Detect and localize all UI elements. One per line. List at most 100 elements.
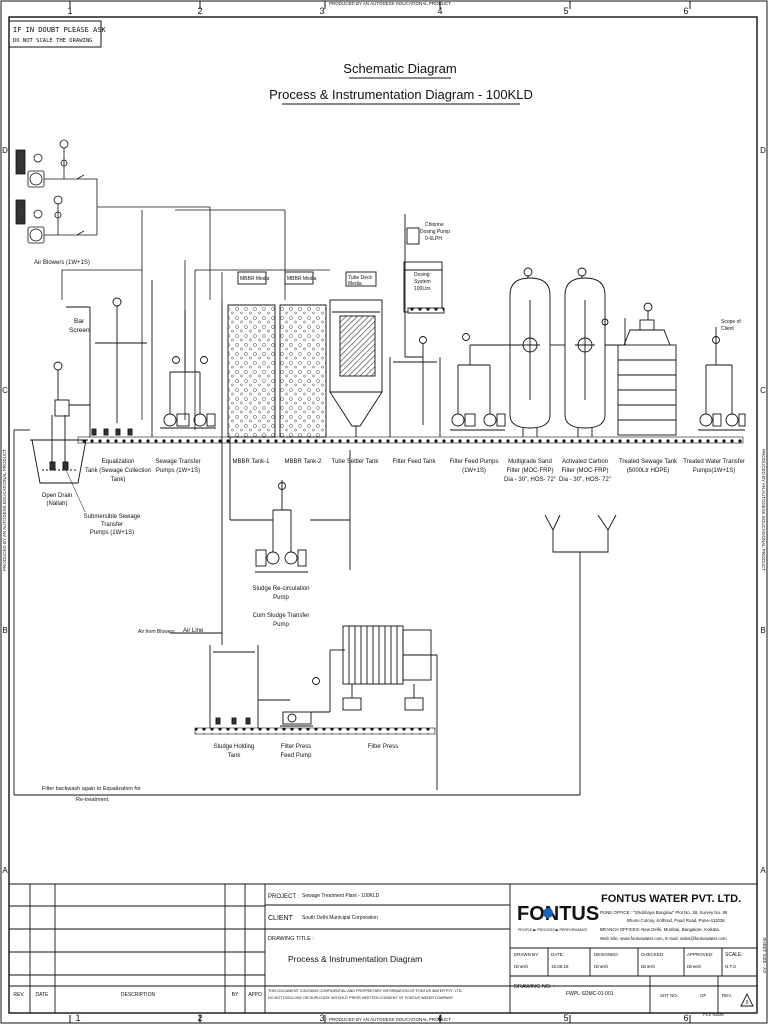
appd-header: APPD — [248, 992, 262, 998]
sht-no-label: SHT NO. — [660, 993, 678, 998]
col-label-5b: 5 — [563, 1013, 568, 1023]
backwash-label-1: Filter backwash again to Equalization fo… — [42, 786, 141, 792]
treated-pumps-label-2: Pumps(1W+1S) — [693, 468, 736, 474]
sludge-holding-tank — [209, 645, 290, 728]
project-value: Sewage Treatment Plant - 100KLD — [302, 893, 380, 899]
mbbr-tank-2 — [279, 271, 327, 438]
chlorine-label-3: 0-6LPH — [425, 236, 442, 242]
air-blowers-label: Air Blowers (1W+1S) — [34, 260, 90, 266]
grid-row-labels: D C B A D C B A — [2, 146, 766, 875]
drawing-title-value: Process & Instrumentation Diagram — [288, 954, 422, 964]
sand-filter — [509, 267, 565, 437]
title-line-2: Process & Instrumentation Diagram - 100K… — [269, 87, 533, 102]
dosing-label-1: Dosing — [414, 272, 430, 278]
chlorine-label-1: Chlorine — [425, 222, 444, 228]
col-label-2: 2 — [197, 6, 202, 16]
drawn-by-value: Dinesh — [514, 964, 529, 969]
air-line-label: Air Line — [183, 628, 204, 634]
project-label: PROJECT : — [268, 894, 300, 900]
client-label: CLIENT — [268, 915, 294, 922]
scale-label: SCALE: — [725, 952, 743, 958]
mbbr-media-1-label: MBBR Media — [240, 276, 270, 282]
address-2: Bhumi Colony, Kothrud, Paud Road, Pune-4… — [627, 918, 725, 923]
col-label-4: 4 — [437, 6, 442, 16]
rev-value: 0 — [746, 1000, 749, 1006]
treated-sewage-tank — [617, 302, 677, 436]
air-line-sludge — [170, 437, 223, 645]
date-value: 15.06.18 — [551, 964, 569, 969]
ground-strip — [77, 436, 744, 735]
col-label-1b: 1 — [75, 1013, 80, 1023]
row-label-a-r: A — [760, 866, 766, 875]
sludge-holding-label-1: Sludge Holding — [214, 744, 255, 750]
mbbr-tank-2-label: MBBR Tank-2 — [285, 459, 323, 465]
filter-feed-pumps — [450, 333, 520, 431]
msf-label-3: Dia - 30", HOS- 72" — [504, 477, 556, 483]
disclaimer-1: THIS DOCUMENT CONTAINS CONFIDENTIAL AND … — [268, 989, 462, 993]
row-label-d-r: D — [760, 146, 766, 155]
treated-tank-label-1: Treated Sewage Tank — [619, 459, 678, 465]
submersible-label-2: Transfer — [101, 522, 123, 528]
sludge-recirc-label-1: Sludge Re-circulation — [252, 586, 309, 592]
acf-label-2: Filter (MOC-FRP) — [562, 468, 609, 474]
col-label-4b: 4 — [437, 1013, 442, 1023]
treated-tank-label-2: (5000Ltr HDPE) — [627, 468, 670, 474]
filter-press-feed-pump — [280, 649, 345, 727]
drawn-by-label: DRAWN BY: — [514, 952, 539, 957]
fontus-logo: FONTUS PEOPLE ▶ PROCESS ▶ PERFORMANCE — [517, 903, 599, 932]
eq-tank-label-3: Tank) — [111, 477, 126, 483]
logo-text: FONTUS — [517, 903, 599, 925]
sheet-size-label: SHEET SIZE - A3 — [762, 937, 767, 973]
filter-feed-pumps-label-1: Filter Feed Pumps — [449, 459, 498, 465]
chlorine-label-2: Dosing Pump — [420, 229, 450, 235]
fp-feed-label-1: Filter Press — [281, 744, 311, 750]
client-value: South Delhi Municipal Corporation — [302, 915, 378, 921]
air-header — [61, 209, 330, 430]
msf-label-1: Multigrade Sand — [508, 459, 552, 465]
treated-pumps-label-1: Treated Water Transfer — [683, 459, 745, 465]
title-line-1: Schematic Diagram — [343, 61, 456, 76]
dosing-label-3: 100Ltrs — [414, 286, 431, 292]
rev-header: REV. — [13, 992, 24, 998]
tube-settler-label: Tube Settler Tank — [332, 459, 380, 465]
designed-value: Dinesh — [594, 964, 609, 969]
address-4: Web Site: www.fontuswater.com, E-mail: s… — [600, 936, 727, 941]
mbbr-tank-1-label: MBBR Tank-1 — [233, 459, 271, 465]
company-name: FONTUS WATER PVT. LTD. — [601, 893, 741, 905]
drawing-no-label: DRAWING NO. : — [514, 984, 555, 990]
carbon-filter — [564, 267, 625, 437]
col-label-2b: 2 — [197, 1013, 202, 1023]
dosing-label-2: System — [414, 279, 431, 285]
watermark-bottom: PRODUCED BY AN AUTODESK EDUCATIONAL PROD… — [329, 1017, 451, 1022]
notice-line-2: DO NOT SCALE THE DRAWING — [13, 38, 92, 44]
treated-water-pumps — [698, 327, 746, 431]
filter-feed-pumps-label-2: (1W+1S) — [462, 468, 486, 474]
row-label-d: D — [2, 146, 8, 155]
diagram-title: Schematic Diagram Process & Instrumentat… — [269, 61, 533, 105]
air-from-blowers-label: Air from Blowers — [138, 629, 175, 635]
logo-tagline: PEOPLE ▶ PROCESS ▶ PERFORMANCE — [518, 928, 588, 932]
sewage-transfer-label-1: Sewage Transfer — [155, 459, 200, 465]
approved-label: APPROVED: — [687, 952, 713, 957]
mbbr-tank-1 — [221, 271, 276, 438]
drawing-title-label: DRAWING TITLE : — [268, 936, 314, 942]
tube-deck-label-2: Media — [348, 281, 362, 287]
col-label-1: 1 — [67, 6, 72, 16]
fp-feed-label-2: Feed Pump — [280, 753, 312, 759]
eq-tank-label-1: Equalization — [102, 459, 135, 465]
filter-press-label: Filter Press — [368, 744, 398, 750]
file-name-label: FILE NAME — [703, 1012, 724, 1017]
watermark-left: PRODUCED BY AN AUTODESK EDUCATIONAL PROD… — [2, 449, 7, 571]
msf-label-2: Filter (MOC-FRP) — [507, 468, 554, 474]
address-3: BRANCH OFFICES: New Delhi, Mumbai, Banga… — [600, 927, 720, 932]
grid-column-labels: 1 2 3 4 5 6 1 2 3 4 5 6 — [67, 6, 688, 1023]
sludge-recirculation-pump — [229, 437, 351, 573]
tube-settler — [329, 271, 383, 437]
acf-label-1: Activated Carbon — [562, 459, 608, 465]
filter-press — [342, 625, 438, 790]
scope-label-1: Scope of — [721, 319, 741, 325]
designed-label: DESIGNED: — [594, 952, 619, 957]
equalization-tank — [66, 280, 153, 437]
scope-label-2: Client — [721, 326, 734, 332]
